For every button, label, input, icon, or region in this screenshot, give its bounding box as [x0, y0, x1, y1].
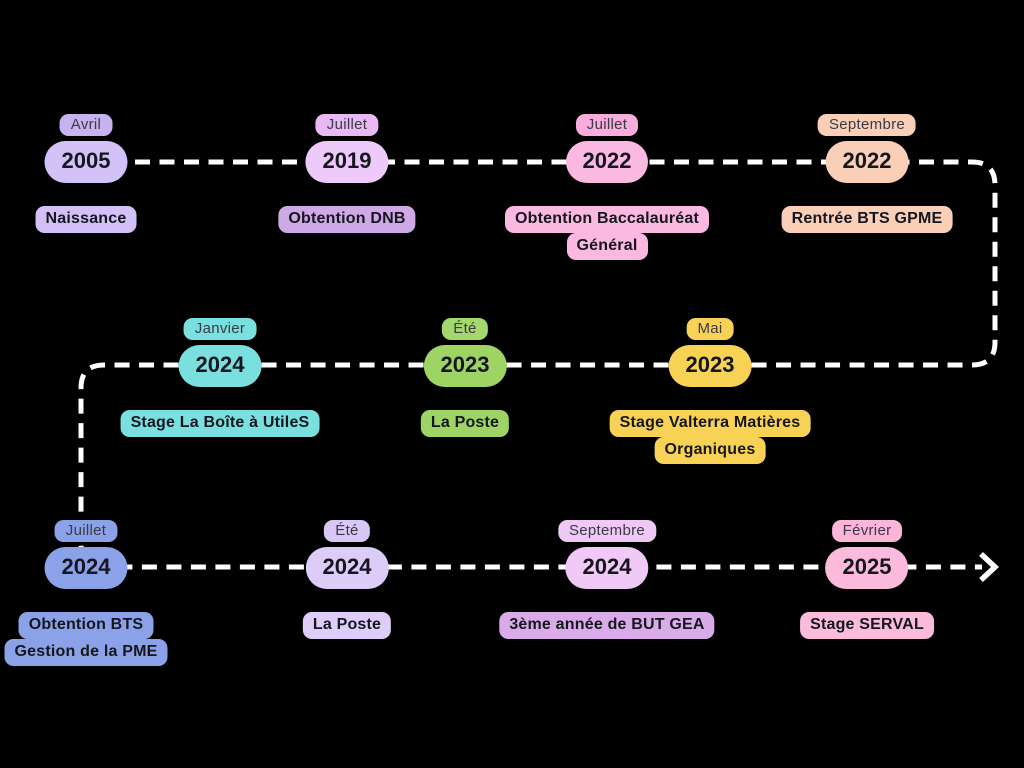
month-badge: Avril	[59, 114, 113, 136]
event-label: Stage SERVAL	[800, 612, 934, 639]
year-badge: 2023	[423, 345, 507, 387]
month-badge: Juillet	[54, 520, 118, 542]
timeline-event-baccalaureat: Juillet 2022 Obtention Baccalauréat Géné…	[504, 114, 710, 260]
event-label-line: 3ème année de BUT GEA	[499, 612, 715, 639]
event-label-line: Stage SERVAL	[800, 612, 934, 639]
event-label-line: Organiques	[654, 437, 766, 464]
event-label-line: La Poste	[420, 410, 510, 437]
event-label-line: Gestion de la PME	[4, 639, 168, 666]
month-badge: Janvier	[183, 318, 257, 340]
timeline-event-dnb: Juillet 2019 Obtention DNB	[278, 114, 416, 233]
year-badge: 2005	[44, 141, 128, 183]
month-badge: Juillet	[575, 114, 639, 136]
event-label-line: Rentrée BTS GPME	[781, 206, 953, 233]
year-badge: 2022	[565, 141, 649, 183]
timeline-event-bts-gpme: Septembre 2022 Rentrée BTS GPME	[781, 114, 953, 233]
event-label: 3ème année de BUT GEA	[499, 612, 715, 639]
timeline-event-naissance: Avril 2005 Naissance	[35, 114, 137, 233]
month-badge: Mai	[686, 318, 734, 340]
event-label: Stage Valterra Matières Organiques	[609, 410, 811, 464]
year-badge: 2024	[178, 345, 262, 387]
month-badge: Juillet	[315, 114, 379, 136]
year-badge: 2024	[305, 547, 389, 589]
year-badge: 2024	[565, 547, 649, 589]
month-badge: Février	[831, 520, 903, 542]
event-label-line: Général	[566, 233, 648, 260]
timeline-event-bts-pme: Juillet 2024 Obtention BTS Gestion de la…	[4, 520, 168, 666]
event-label: Stage La Boîte à UtileS	[120, 410, 320, 437]
event-label-line: Obtention DNB	[278, 206, 416, 233]
timeline-event-valterra: Mai 2023 Stage Valterra Matières Organiq…	[609, 318, 811, 464]
year-badge: 2023	[668, 345, 752, 387]
event-label: Obtention BTS Gestion de la PME	[4, 612, 168, 666]
timeline-event-la-poste-2024: Été 2024 La Poste	[302, 520, 392, 639]
year-badge: 2025	[825, 547, 909, 589]
month-badge: Septembre	[557, 520, 657, 542]
event-label-line: Stage La Boîte à UtileS	[120, 410, 320, 437]
event-label: La Poste	[302, 612, 392, 639]
year-badge: 2022	[825, 141, 909, 183]
arrow-right-icon	[979, 551, 1000, 583]
timeline-event-boite-a-utiles: Janvier 2024 Stage La Boîte à UtileS	[120, 318, 320, 437]
event-label-line: Obtention BTS	[18, 612, 154, 639]
month-badge: Septembre	[817, 114, 917, 136]
event-label-line: Naissance	[35, 206, 137, 233]
year-badge: 2024	[44, 547, 128, 589]
timeline-event-serval: Février 2025 Stage SERVAL	[800, 520, 934, 639]
timeline-event-but-gea: Septembre 2024 3ème année de BUT GEA	[499, 520, 715, 639]
event-label: Naissance	[35, 206, 137, 233]
event-label: Obtention Baccalauréat Général	[504, 206, 710, 260]
event-label: Obtention DNB	[278, 206, 416, 233]
month-badge: Été	[442, 318, 488, 340]
event-label-line: Obtention Baccalauréat	[504, 206, 710, 233]
event-label-line: Stage Valterra Matières	[609, 410, 811, 437]
event-label-line: La Poste	[302, 612, 392, 639]
event-label: La Poste	[420, 410, 510, 437]
event-label: Rentrée BTS GPME	[781, 206, 953, 233]
year-badge: 2019	[305, 141, 389, 183]
timeline-event-la-poste-2023: Été 2023 La Poste	[420, 318, 510, 437]
month-badge: Été	[324, 520, 370, 542]
